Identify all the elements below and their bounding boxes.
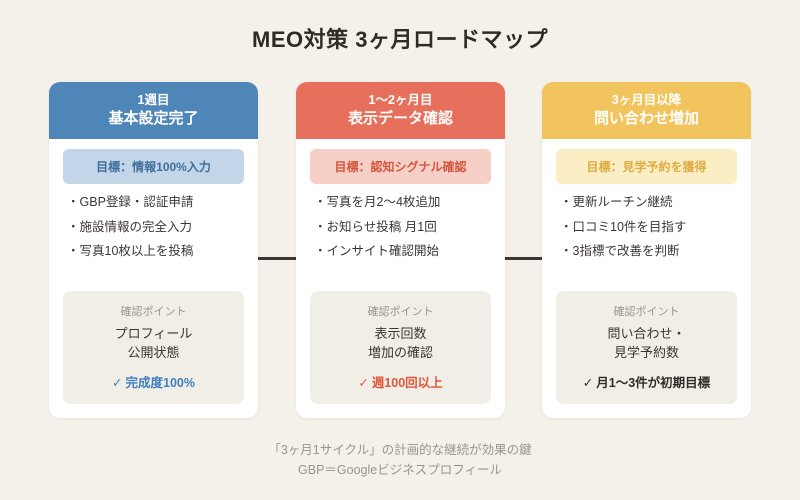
- roadmap-card-2[interactable]: 1〜2ヶ月目 表示データ確認 目標：認知シグナル確認 写真を月2〜4枚追加 お知…: [296, 82, 505, 418]
- card-2-header: 1〜2ヶ月目 表示データ確認: [296, 82, 505, 139]
- card-2-body: 目標：認知シグナル確認 写真を月2〜4枚追加 お知らせ投稿 月1回 インサイト確…: [296, 139, 505, 270]
- list-item: インサイト確認開始: [314, 245, 491, 270]
- card-1-check-line-2: 公開状態: [127, 345, 180, 361]
- card-3-check-label: 確認ポイント: [613, 306, 680, 319]
- card-2-check-line-2: 増加の確認: [367, 345, 433, 361]
- card-1-period: 1週目: [137, 93, 170, 107]
- connector-line-1: [258, 257, 297, 260]
- list-item: 更新ルーチン継続: [560, 196, 737, 221]
- card-2-check-box: 確認ポイント 表示回数 増加の確認 ✓週100回以上: [310, 291, 491, 404]
- footer-line-1: 「3ヶ月1サイクル」の計画的な継続が効果の鍵: [268, 443, 532, 457]
- card-2-check-result-text: 週100回以上: [371, 376, 443, 390]
- card-2-check-label: 確認ポイント: [367, 306, 434, 319]
- card-3-body: 目標：見学予約を獲得 更新ルーチン継続 口コミ10件を目指す 3指標で改善を判断: [542, 139, 751, 270]
- page-title: MEO対策 3ヶ月ロードマップ: [252, 27, 548, 52]
- list-item: 施設情報の完全入力: [67, 220, 244, 246]
- card-1-goal-badge: 目標：情報100%入力: [63, 149, 244, 184]
- card-3-check-box: 確認ポイント 問い合わせ・ 見学予約数 ✓月1〜3件が初期目標: [556, 291, 737, 404]
- card-3-check-result: ✓月1〜3件が初期目標: [562, 372, 731, 391]
- check-icon: ✓: [358, 376, 369, 390]
- card-2-check-line-1: 表示回数: [374, 326, 427, 342]
- list-item: 写真10枚以上を投稿: [67, 245, 244, 270]
- list-item: 3指標で改善を判断: [560, 245, 737, 270]
- card-1-bullet-list: GBP登録・認証申請 施設情報の完全入力 写真10枚以上を投稿: [63, 196, 244, 270]
- card-3-check-result-text: 月1〜3件が初期目標: [596, 376, 711, 390]
- card-2-bullet-list: 写真を月2〜4枚追加 お知らせ投稿 月1回 インサイト確認開始: [310, 196, 491, 270]
- footer-line-2: GBP＝Googleビジネスプロフィール: [298, 463, 502, 477]
- card-3-check-line-2: 見学予約数: [613, 345, 679, 361]
- card-1-headline: 基本設定完了: [108, 110, 199, 127]
- card-3-check-line-1: 問い合わせ・: [607, 326, 686, 342]
- list-item: お知らせ投稿 月1回: [314, 220, 491, 246]
- card-3-bullet-list: 更新ルーチン継続 口コミ10件を目指す 3指標で改善を判断: [556, 196, 737, 270]
- list-item: 写真を月2〜4枚追加: [314, 196, 491, 221]
- card-2-period: 1〜2ヶ月目: [368, 93, 433, 107]
- card-1-check-line-1: プロフィール: [114, 326, 193, 342]
- card-1-check-lines: プロフィール 公開状態: [69, 325, 238, 363]
- card-1-check-label: 確認ポイント: [120, 306, 187, 319]
- card-3-check-lines: 問い合わせ・ 見学予約数: [562, 325, 731, 363]
- card-1-check-box: 確認ポイント プロフィール 公開状態 ✓完成度100%: [63, 291, 244, 404]
- card-3-header: 3ヶ月目以降 問い合わせ増加: [542, 82, 751, 139]
- check-icon: ✓: [582, 376, 594, 390]
- card-3-headline: 問い合わせ増加: [593, 110, 699, 127]
- list-item: GBP登録・認証申請: [67, 196, 244, 221]
- roadmap-card-3[interactable]: 3ヶ月目以降 問い合わせ増加 目標：見学予約を獲得 更新ルーチン継続 口コミ10…: [542, 82, 751, 418]
- card-1-check-result: ✓完成度100%: [69, 372, 238, 391]
- connector-line-2: [503, 257, 542, 260]
- card-2-check-result: ✓週100回以上: [316, 372, 485, 391]
- card-1-body: 目標：情報100%入力 GBP登録・認証申請 施設情報の完全入力 写真10枚以上…: [49, 139, 258, 270]
- footer-note: 「3ヶ月1サイクル」の計画的な継続が効果の鍵 GBP＝Googleビジネスプロフ…: [0, 440, 800, 480]
- card-2-check-lines: 表示回数 増加の確認: [316, 325, 485, 363]
- card-2-goal-badge: 目標：認知シグナル確認: [310, 149, 491, 184]
- card-1-check-result-text: 完成度100%: [125, 376, 195, 390]
- check-icon: ✓: [112, 376, 123, 390]
- roadmap-card-1[interactable]: 1週目 基本設定完了 目標：情報100%入力 GBP登録・認証申請 施設情報の完…: [49, 82, 258, 418]
- card-3-period: 3ヶ月目以降: [611, 93, 682, 107]
- card-3-goal-badge: 目標：見学予約を獲得: [556, 149, 737, 184]
- roadmap-board: 1週目 基本設定完了 目標：情報100%入力 GBP登録・認証申請 施設情報の完…: [49, 82, 751, 418]
- list-item: 口コミ10件を目指す: [560, 220, 737, 246]
- card-1-header: 1週目 基本設定完了: [49, 82, 258, 139]
- card-2-headline: 表示データ確認: [347, 110, 453, 127]
